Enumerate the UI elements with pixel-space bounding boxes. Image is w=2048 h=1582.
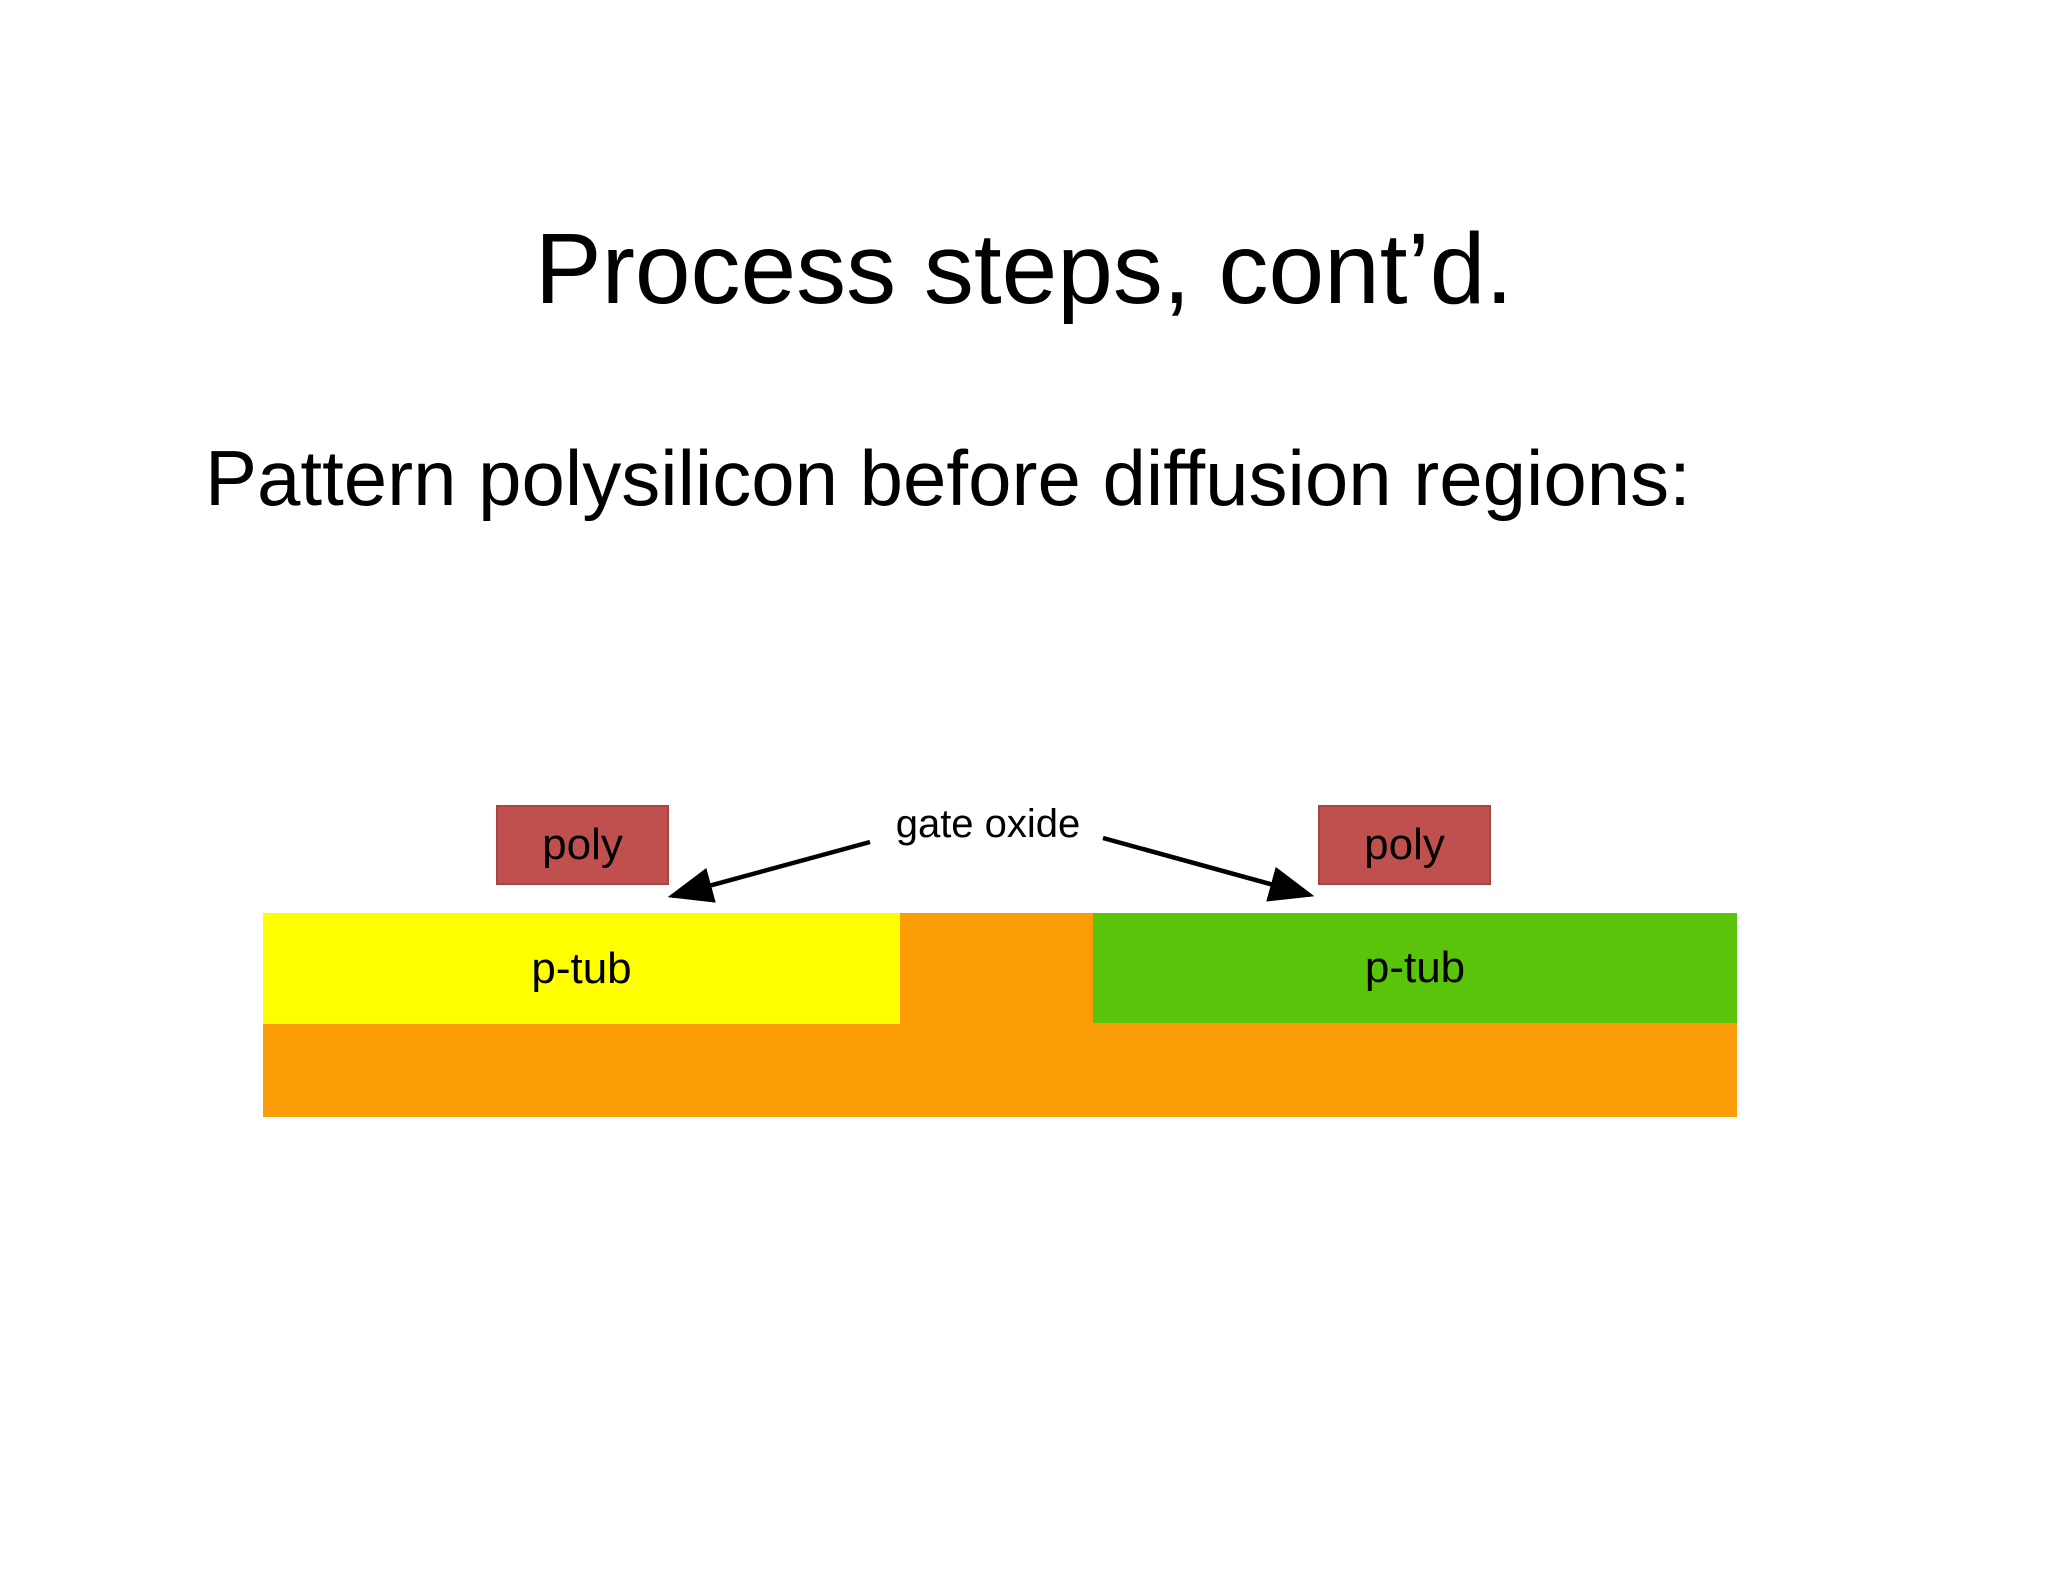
substrate-gap-region [899,913,1094,1025]
slide-subtitle: Pattern polysilicon before diffusion reg… [205,434,1691,522]
poly-left-box: poly [496,805,669,885]
substrate-region [263,1023,1737,1117]
ptub-right-label: p-tub [1364,943,1466,992]
poly-right-box: poly [1318,805,1491,885]
gate-oxide-arrow-left [667,839,871,903]
poly-right-label: poly [1364,820,1445,869]
slide-title: Process steps, cont’d. [534,213,1514,325]
ptub-right-region: p-tub [1093,913,1737,1023]
ptub-left-label: p-tub [531,943,632,993]
poly-left-label: poly [542,820,623,869]
gate-oxide-label: gate oxide [895,802,1081,846]
ptub-left-region: p-tub [263,913,900,1024]
cross-section-diagram: p-tub p-tub [263,913,1737,1117]
